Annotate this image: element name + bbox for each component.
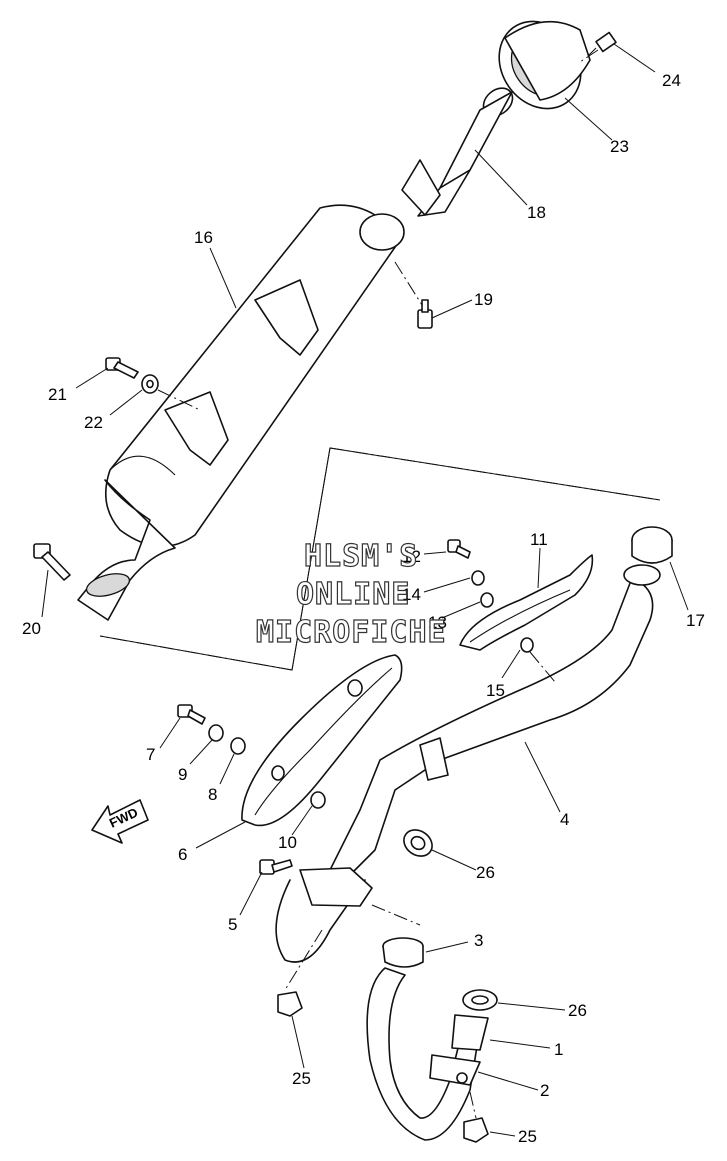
callout-6: 6 — [178, 845, 187, 864]
heat-protector-6 — [241, 654, 403, 827]
gasket-26a — [403, 829, 433, 857]
gasket-26b — [462, 989, 498, 1011]
gasket-17 — [631, 526, 673, 564]
bolt-20 — [33, 543, 71, 581]
bolt-7 — [177, 704, 206, 725]
nut-25b — [463, 1117, 489, 1143]
bolt-5 — [259, 859, 293, 875]
callout-25-left: 25 — [292, 1069, 311, 1088]
bolt-12 — [447, 539, 471, 559]
watermark-line-1: HLSM'S — [304, 539, 418, 574]
washer-13 — [480, 592, 494, 608]
callout-24: 24 — [662, 71, 681, 90]
bolt-19 — [417, 299, 433, 329]
callout-26-lower: 26 — [568, 1001, 587, 1020]
callout-23: 23 — [610, 137, 629, 156]
bolt-24 — [587, 31, 617, 57]
bolt-21 — [105, 357, 139, 379]
callout-13: 13 — [428, 613, 447, 632]
nut-25a — [277, 991, 303, 1017]
callout-19: 19 — [474, 290, 493, 309]
callout-17: 17 — [686, 611, 705, 630]
tail-pipe-insert-18 — [401, 87, 514, 217]
callout-5: 5 — [228, 915, 237, 934]
callout-8: 8 — [208, 785, 217, 804]
callout-1: 1 — [554, 1040, 563, 1059]
washer-15 — [520, 637, 534, 653]
callout-12: 12 — [402, 547, 421, 566]
callout-22: 22 — [84, 413, 103, 432]
tail-pipe-cap — [498, 20, 591, 110]
callout-11: 11 — [530, 530, 548, 549]
washer-22 — [141, 374, 159, 394]
washer-9 — [208, 724, 224, 742]
callout-3: 3 — [474, 931, 483, 950]
exhaust-pipe-4 — [275, 564, 661, 963]
callout-16: 16 — [194, 228, 213, 247]
callout-2: 2 — [540, 1081, 549, 1100]
callout-25-right: 25 — [518, 1127, 537, 1146]
fwd-arrow-icon: FWD — [91, 799, 149, 844]
callout-4: 4 — [560, 810, 569, 829]
callout-9: 9 — [178, 765, 187, 784]
muffler-16 — [77, 204, 405, 621]
gasket-3 — [382, 937, 424, 968]
washer-8 — [230, 737, 246, 755]
watermark-line-3: MICROFICHE — [256, 615, 447, 650]
callout-7: 7 — [146, 745, 155, 764]
heat-protector-11 — [459, 554, 594, 651]
callout-20: 20 — [22, 619, 41, 638]
exhaust-pipe-1 — [366, 967, 489, 1141]
callout-10: 10 — [278, 833, 297, 852]
callout-26-upper: 26 — [476, 863, 495, 882]
callout-15: 15 — [486, 681, 505, 700]
washer-10 — [310, 791, 326, 809]
callout-21: 21 — [48, 385, 67, 404]
watermark: HLSM'S ONLINE MICROFICHE — [255, 538, 447, 650]
watermark-line-2: ONLINE — [296, 577, 410, 612]
washer-14 — [471, 570, 485, 586]
callout-14: 14 — [402, 585, 421, 604]
callout-18: 18 — [527, 203, 546, 222]
